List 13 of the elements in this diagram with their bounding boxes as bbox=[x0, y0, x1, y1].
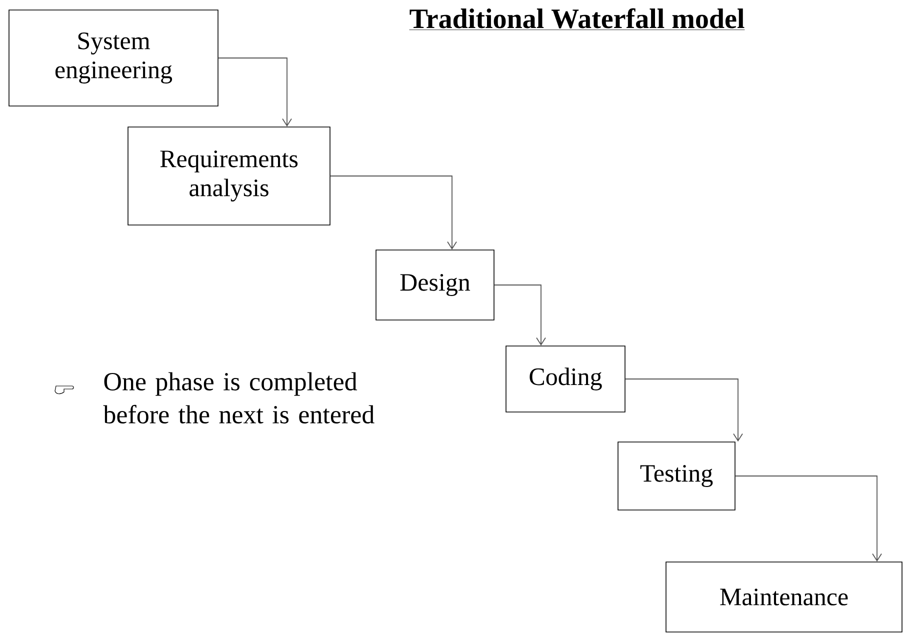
arrow bbox=[734, 476, 882, 562]
process-box: System engineering bbox=[8, 10, 218, 106]
arrow bbox=[624, 378, 743, 442]
bullet-text: One phase is completed before the next is entered bbox=[103, 372, 374, 424]
arrow bbox=[330, 176, 457, 250]
process-box: Requirements analysis bbox=[128, 126, 330, 226]
arrow bbox=[218, 58, 292, 127]
arrow bbox=[494, 284, 546, 346]
process-box: Design bbox=[376, 250, 494, 320]
process-box: Coding bbox=[506, 346, 626, 412]
process-box: Testing bbox=[618, 442, 736, 510]
process-box: Maintenance bbox=[666, 562, 902, 632]
title: Traditional Waterfall model bbox=[409, 8, 745, 30]
